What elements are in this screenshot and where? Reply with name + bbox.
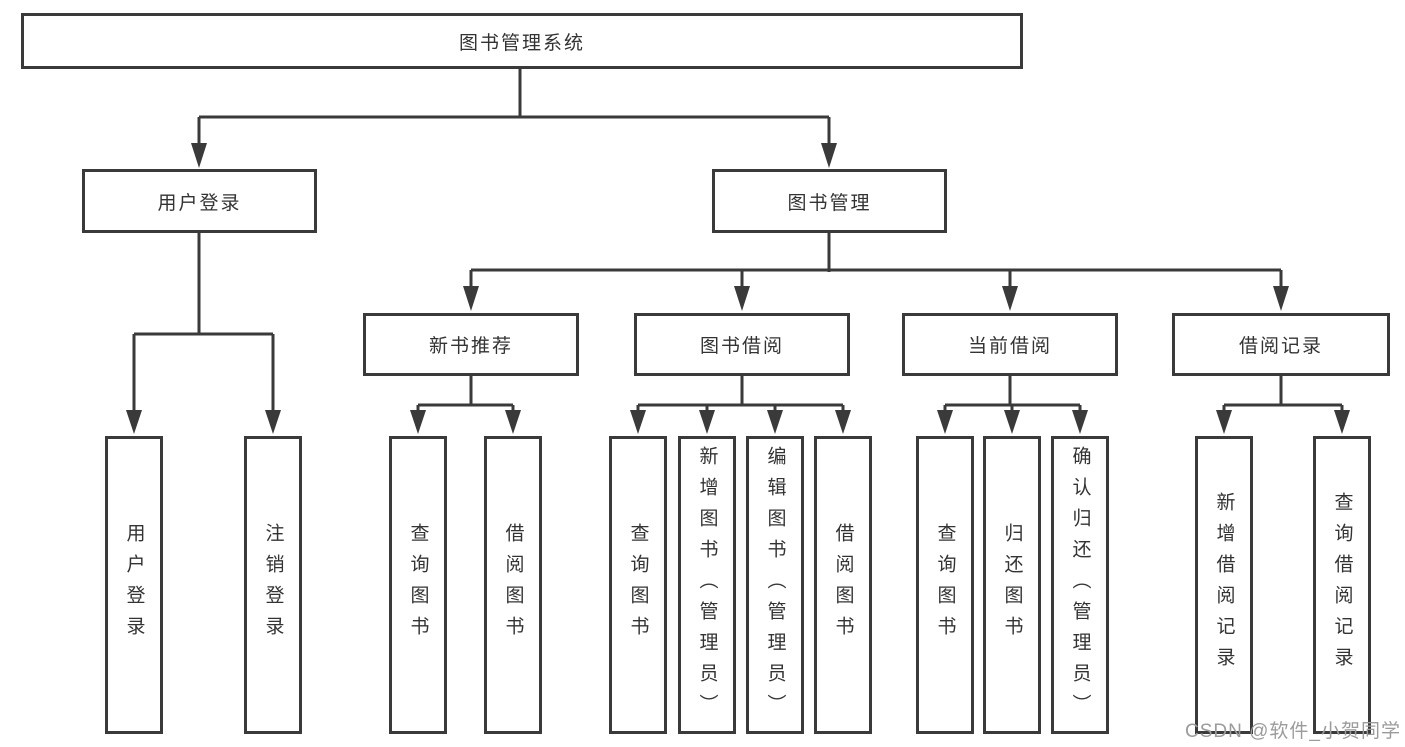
leaf-query-books-current: 查询图书 <box>916 436 974 734</box>
leaf-query-books-recommend: 查询图书 <box>389 436 447 734</box>
leaf-query-borrow-record: 查询借阅记录 <box>1313 436 1371 734</box>
leaf-edit-books-admin: 编辑图书（管理员） <box>746 436 804 734</box>
leaf-borrow-books-recommend: 借阅图书 <box>484 436 542 734</box>
arrowheads <box>126 143 1350 434</box>
leaf-add-borrow-record: 新增借阅记录 <box>1195 436 1253 734</box>
csdn-watermark: CSDN @软件_小贺同学 <box>1185 721 1401 742</box>
leaf-user-login: 用户登录 <box>105 436 163 734</box>
leaf-add-books-admin: 新增图书（管理员） <box>678 436 736 734</box>
leaf-confirm-return-admin: 确认归还（管理员） <box>1051 436 1109 734</box>
tree-lines <box>132 68 1344 412</box>
node-new-book-recommendation: 新书推荐 <box>363 313 579 376</box>
leaf-borrow-books: 借阅图书 <box>814 436 872 734</box>
node-borrowing-records: 借阅记录 <box>1172 313 1390 376</box>
node-user-login: 用户登录 <box>82 169 317 233</box>
leaf-logout: 注销登录 <box>244 436 302 734</box>
node-book-borrowing: 图书借阅 <box>634 313 850 376</box>
leaf-return-books: 归还图书 <box>983 436 1041 734</box>
node-book-management: 图书管理 <box>712 169 947 233</box>
leaf-query-books-borrow: 查询图书 <box>609 436 667 734</box>
node-library-management-system: 图书管理系统 <box>21 13 1023 69</box>
node-current-borrowing: 当前借阅 <box>902 313 1118 376</box>
